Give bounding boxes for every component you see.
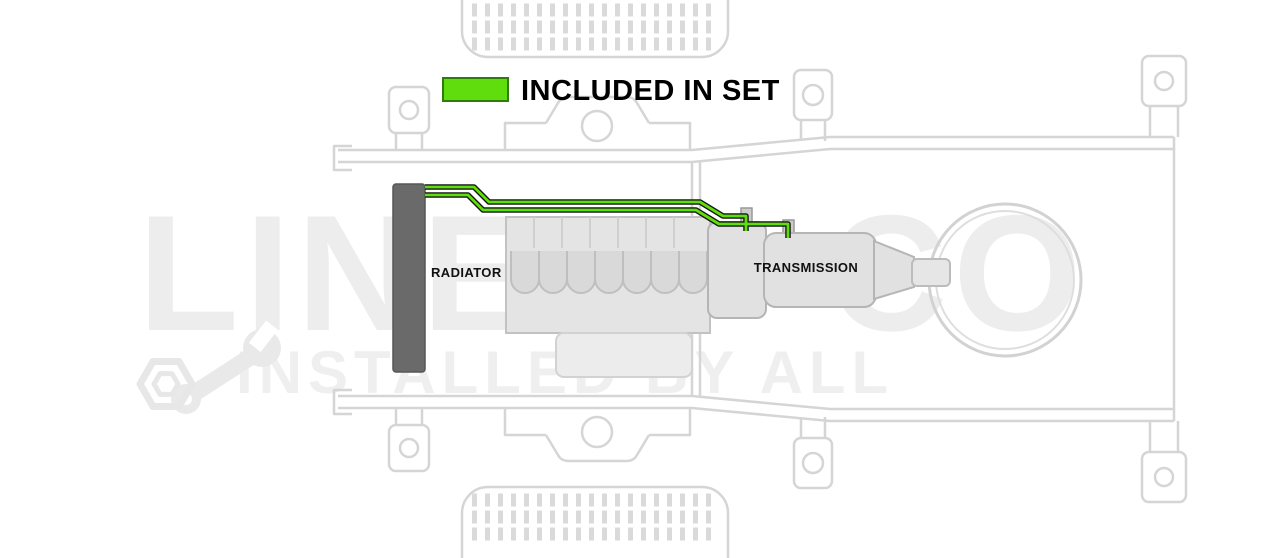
bottom-tire <box>460 485 730 558</box>
nut-icon <box>136 358 196 410</box>
frame-horn-bottom <box>332 388 352 416</box>
bracket-top-rear <box>1140 54 1188 137</box>
bracket-bottom-mid <box>792 417 834 490</box>
frame-rail-top-right <box>691 135 1174 164</box>
frame-horn-top <box>332 144 352 172</box>
cooler-line-lower <box>425 193 790 238</box>
bracket-bottom-left <box>387 408 431 473</box>
cooler-line-upper <box>425 185 748 231</box>
engine-oil-pan <box>555 332 693 378</box>
transmission-taper <box>873 239 915 301</box>
transmission-cooler-lines <box>425 184 791 238</box>
crossmember-hump-bottom <box>503 408 692 463</box>
legend-label: INCLUDED IN SET <box>521 75 780 107</box>
bracket-top-mid <box>792 68 834 141</box>
engine-cylinder-scallops <box>510 251 708 294</box>
top-tire <box>460 0 730 59</box>
legend: INCLUDED IN SET <box>442 75 780 107</box>
radiator <box>392 183 426 373</box>
transmission-label: TRANSMISSION <box>754 260 858 275</box>
transmission-tail-shaft <box>911 258 951 287</box>
engine <box>505 216 711 378</box>
legend-swatch <box>442 77 509 102</box>
chassis-frame <box>332 0 1188 558</box>
radiator-label: RADIATOR <box>431 265 502 280</box>
engine-bay-verticals <box>690 162 702 396</box>
engine-top-ribs <box>533 217 675 248</box>
watermark-line-text: LINE <box>138 181 538 365</box>
bracket-top-left <box>387 85 431 150</box>
bracket-bottom-rear <box>1140 421 1188 504</box>
frame-rail-bottom-right <box>691 394 1174 423</box>
transmission <box>707 207 951 319</box>
frame-rail-top-left <box>338 148 692 164</box>
crossmember-hump-top <box>503 95 692 150</box>
